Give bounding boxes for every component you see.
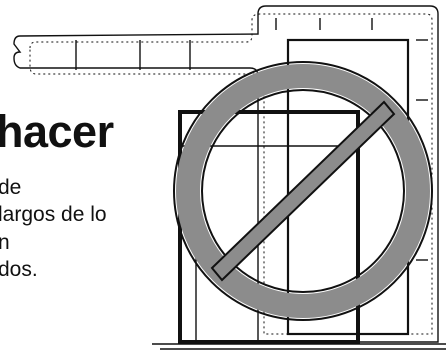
body-text-line-4: dos. bbox=[0, 258, 38, 281]
body-text-line-1: de bbox=[0, 176, 22, 199]
prohibition-icon bbox=[173, 61, 433, 321]
section-heading: hacer bbox=[0, 106, 114, 157]
body-text-line-3: n bbox=[0, 231, 10, 254]
base-line-icon bbox=[152, 343, 446, 350]
body-text-line-2: largos de lo bbox=[0, 203, 107, 226]
